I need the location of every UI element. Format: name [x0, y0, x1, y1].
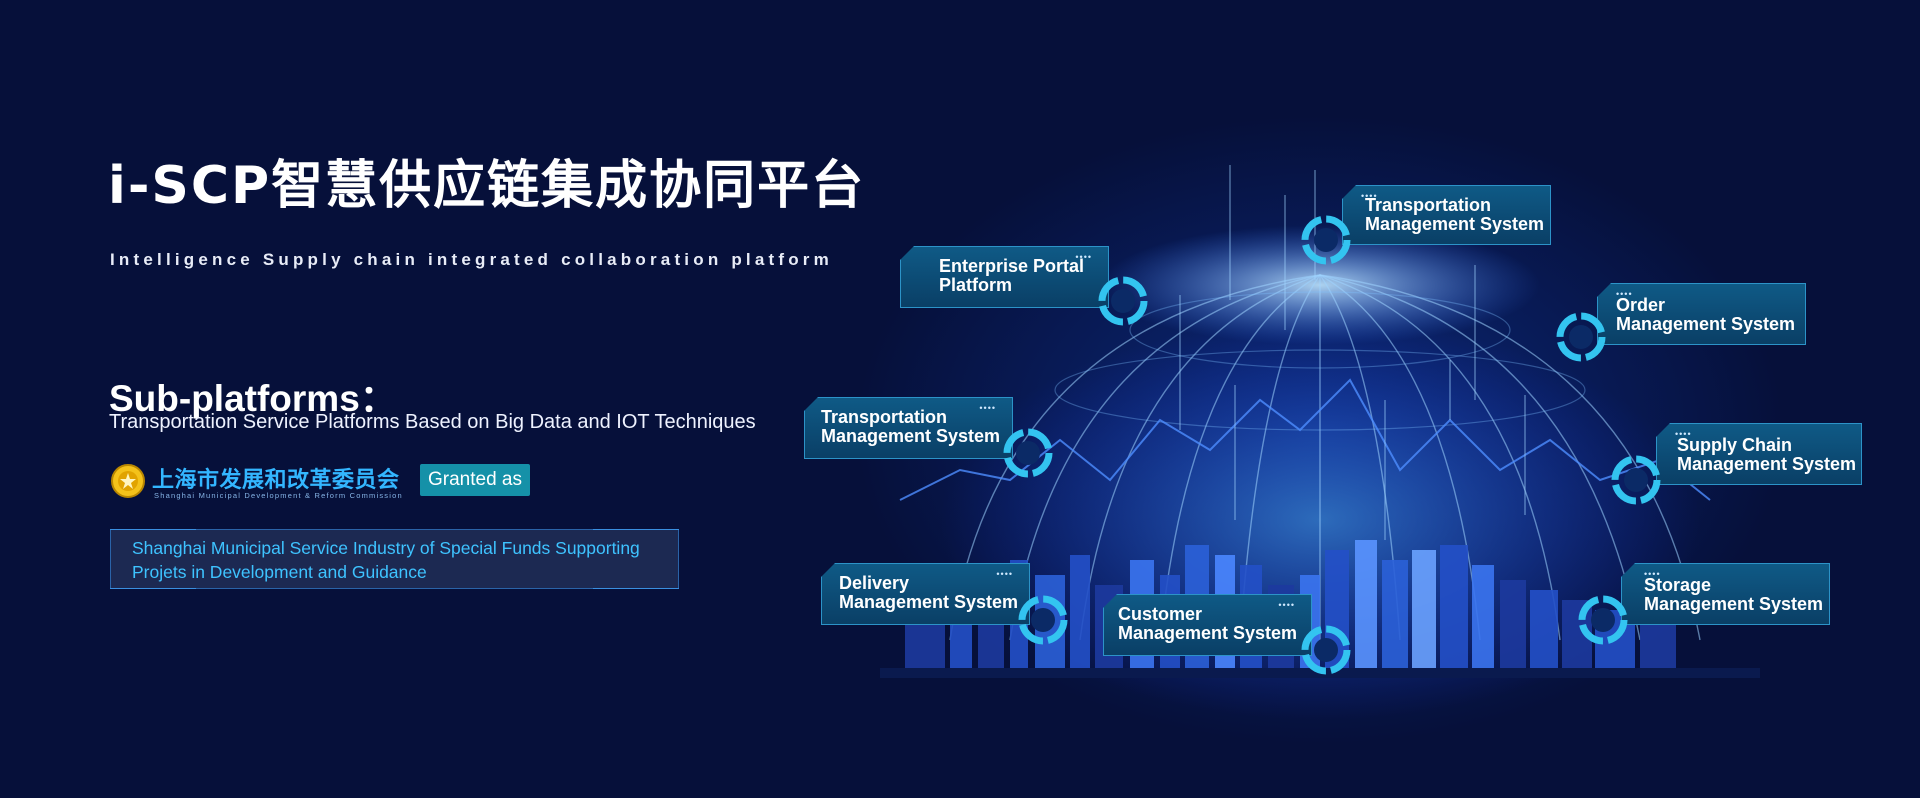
node-dots: ••••	[1675, 429, 1692, 439]
ring-icon	[1301, 625, 1351, 675]
fund-box-corner	[593, 529, 679, 530]
fund-box-corner	[593, 588, 679, 589]
ring-icon	[1018, 595, 1068, 645]
organization-name-cn: 上海市发展和改革委员会	[152, 468, 400, 493]
data-trend-line	[899, 378, 1711, 501]
node-dots: ••••	[1644, 569, 1661, 579]
subplatforms-description: Transportation Service Platforms Based o…	[109, 411, 756, 433]
ring-icon	[1003, 428, 1053, 478]
node-dots: ••••	[1616, 289, 1633, 299]
page-subtitle: Intelligence Supply chain integrated col…	[110, 250, 833, 269]
node-dots: ••••	[1075, 252, 1092, 262]
fund-box-corner	[110, 529, 196, 530]
page-title: i-SCP智慧供应链集成协同平台	[108, 156, 866, 216]
fund-box-corner	[110, 588, 196, 589]
node-dots: ••••	[979, 403, 996, 413]
ring-icon	[1611, 455, 1661, 505]
fund-text: Shanghai Municipal Service Industry of S…	[132, 536, 640, 584]
data-pins	[1179, 165, 1526, 540]
node-dots: ••••	[996, 569, 1013, 579]
node-dots: ••••	[1278, 600, 1295, 610]
emblem-icon	[111, 464, 145, 498]
granted-badge: Granted as	[420, 464, 530, 496]
ring-icon	[1578, 595, 1628, 645]
ring-icon	[1301, 215, 1351, 265]
fund-line-2: Projets in Development and Guidance	[132, 562, 427, 582]
fund-line-1: Shanghai Municipal Service Industry of S…	[132, 538, 640, 558]
ring-icon	[1098, 276, 1148, 326]
fund-box: Shanghai Municipal Service Industry of S…	[110, 529, 679, 589]
subplatforms-heading: Sub-platforms：	[109, 378, 397, 419]
ring-icon	[1556, 312, 1606, 362]
globe-latitudes	[1054, 291, 1586, 431]
node-dots: ••••	[1361, 191, 1378, 201]
organization-name-en: Shanghai Municipal Development & Reform …	[154, 491, 403, 500]
